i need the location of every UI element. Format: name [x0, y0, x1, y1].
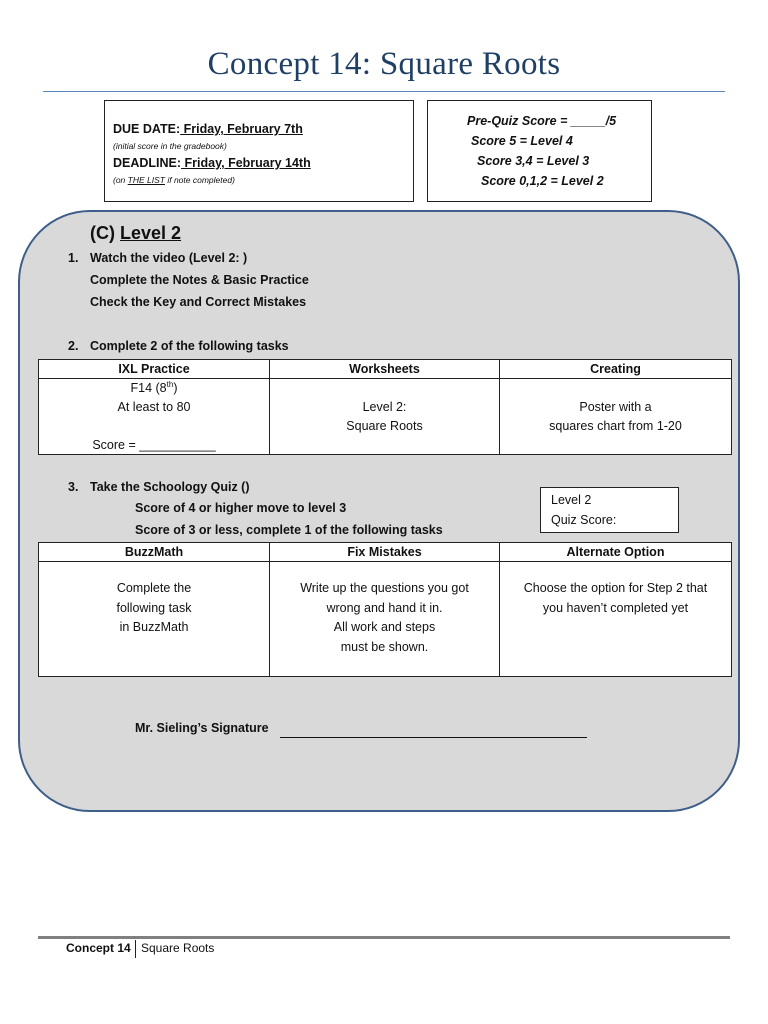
ixl-target: At least to 80: [117, 400, 191, 414]
ixl-practice-cell: F14 (8th) At least to 80 Score = _______…: [38, 378, 270, 455]
creating-line-2: squares chart from 1-20: [549, 419, 682, 433]
step-1-number: 1.: [68, 251, 79, 265]
fix-mistakes-header: Fix Mistakes: [269, 542, 500, 562]
page-title: Concept 14: Square Roots: [207, 46, 561, 82]
worksheets-header: Worksheets: [269, 359, 500, 379]
fix-line-2: wrong and hand it in.: [326, 600, 443, 615]
pre-quiz-score: Pre-Quiz Score = _____/5: [467, 114, 617, 128]
fix-line-1: Write up the questions you got: [300, 581, 469, 595]
score-key-box: Pre-Quiz Score = _____/5 Score 5 = Level…: [427, 100, 652, 202]
ixl-skill-close: ): [173, 381, 178, 396]
ixl-score-blank: Score = ___________: [92, 438, 216, 452]
fix-line-3: All work and steps: [333, 620, 436, 634]
score-level-2: Score 0,1,2 = Level 2: [481, 174, 604, 188]
alternate-line-1: Choose the option for Step 2 that: [523, 581, 708, 595]
step-3-task-table: BuzzMath Fix Mistakes Alternate Option C…: [38, 542, 732, 677]
step-3-number: 3.: [68, 480, 79, 494]
footer-concept: Concept 14: [66, 941, 131, 955]
step-1-text: Watch the video (Level 2: ): [90, 251, 248, 265]
deadline-note-post: if note completed): [164, 175, 235, 185]
alternate-line-2: you haven’t completed yet: [542, 600, 689, 615]
score-level-3: Score 3,4 = Level 3: [477, 154, 590, 168]
signature-line: [280, 737, 587, 738]
worksheet-level: Level 2:: [362, 400, 407, 414]
creating-cell: Poster with a squares chart from 1-20: [499, 378, 732, 455]
fix-mistakes-cell: Write up the questions you got wrong and…: [269, 561, 500, 677]
buzzmath-header: BuzzMath: [38, 542, 270, 562]
alternate-option-header: Alternate Option: [499, 542, 732, 562]
deadline-note-pre: (on: [113, 175, 128, 185]
creating-header: Creating: [499, 359, 732, 379]
step-1-key: Check the Key and Correct Mistakes: [90, 295, 307, 309]
ixl-skill-code: F14 (8: [130, 381, 167, 396]
due-date-note: (initial score in the gradebook): [113, 141, 227, 151]
footer-topic: Square Roots: [141, 941, 215, 955]
level-name: Level 2: [120, 223, 182, 243]
title-rule: [43, 91, 725, 92]
deadline-note-list: THE LIST: [127, 175, 165, 185]
worksheet-topic: Square Roots: [346, 419, 423, 433]
step-3-retry-rule: Score of 3 or less, complete 1 of the fo…: [135, 523, 443, 537]
buzzmath-cell: Complete the following task in BuzzMath: [38, 561, 270, 677]
step-1-notes: Complete the Notes & Basic Practice: [90, 273, 309, 287]
due-date-box: DUE DATE: Friday, February 7th (initial …: [104, 100, 414, 202]
quiz-box-score-label: Quiz Score:: [551, 513, 617, 527]
alternate-option-cell: Choose the option for Step 2 that you ha…: [499, 561, 732, 677]
due-date-value: Friday, February 7th: [180, 122, 303, 136]
due-date-label: DUE DATE:: [113, 122, 181, 136]
score-level-4: Score 5 = Level 4: [471, 134, 573, 148]
level-prefix: (C): [90, 223, 120, 243]
step-2-number: 2.: [68, 339, 79, 353]
step-2-task-table: IXL Practice Worksheets Creating F14 (8t…: [38, 359, 732, 455]
signature-label: Mr. Sieling’s Signature: [135, 721, 269, 735]
buzzmath-line-1: Complete the: [116, 581, 192, 595]
ixl-skill-sup: th: [166, 380, 174, 389]
step-2-text: Complete 2 of the following tasks: [90, 339, 289, 353]
quiz-score-box: Level 2 Quiz Score:: [540, 487, 679, 533]
deadline-line: DEADLINE: Friday, February 14th: [113, 156, 311, 170]
footer-divider: [135, 940, 136, 958]
footer-rule: [38, 936, 730, 939]
creating-line-1: Poster with a: [579, 400, 652, 414]
ixl-skill: F14 (8th): [39, 380, 269, 395]
level-heading: (C) Level 2: [90, 223, 181, 244]
ixl-practice-header: IXL Practice: [38, 359, 270, 379]
deadline-value: Friday, February 14th: [181, 156, 311, 170]
worksheets-cell: Level 2: Square Roots: [269, 378, 500, 455]
fix-line-4: must be shown.: [340, 639, 429, 654]
table-row: Complete the following task in BuzzMath …: [38, 561, 732, 677]
table-header-row: BuzzMath Fix Mistakes Alternate Option: [38, 542, 732, 562]
deadline-note: (on THE LIST if note completed): [113, 175, 235, 185]
buzzmath-line-2: following task: [116, 600, 192, 615]
quiz-box-level: Level 2: [551, 493, 592, 507]
due-date-line: DUE DATE: Friday, February 7th: [113, 122, 303, 136]
step-3-pass-rule: Score of 4 or higher move to level 3: [135, 501, 347, 515]
deadline-label: DEADLINE:: [113, 156, 182, 170]
step-3-text: Take the Schoology Quiz (): [90, 480, 250, 494]
table-header-row: IXL Practice Worksheets Creating: [38, 359, 732, 379]
table-row: F14 (8th) At least to 80 Score = _______…: [38, 378, 732, 455]
buzzmath-line-3: in BuzzMath: [119, 620, 189, 634]
